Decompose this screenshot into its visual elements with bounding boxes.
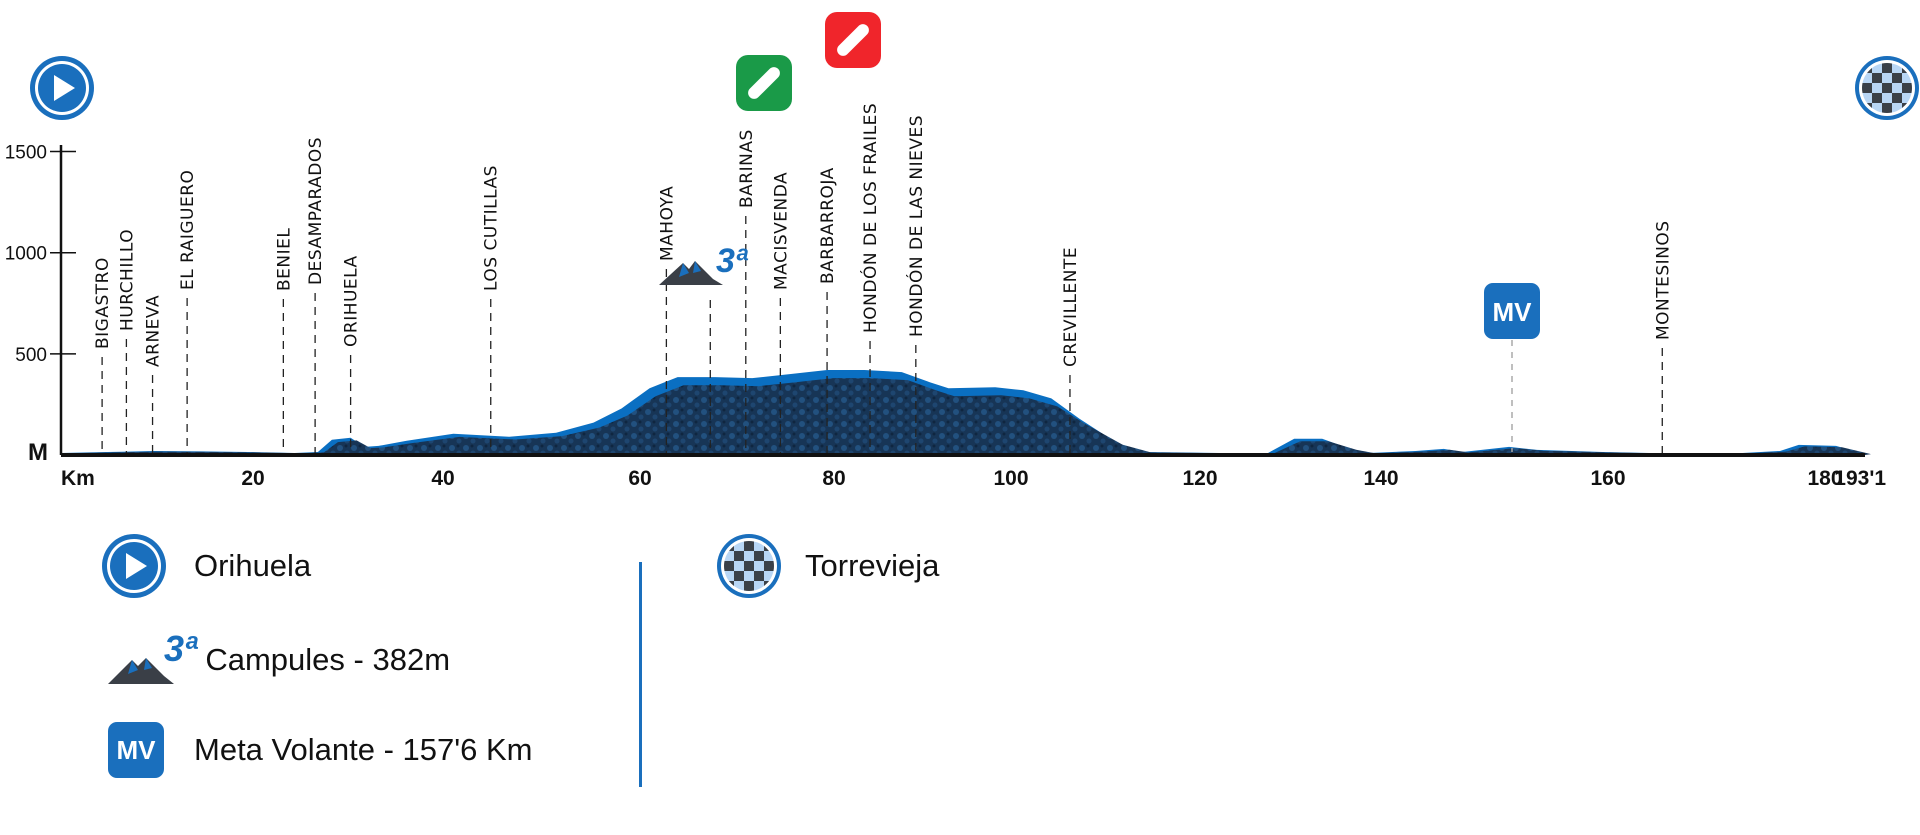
checker-square (744, 561, 754, 571)
checker-square (1902, 93, 1912, 103)
mv-badge-label: MV (1493, 297, 1533, 327)
y-tick-label: 500 (15, 345, 47, 366)
checker-square (1872, 93, 1882, 103)
mv-badge: MV (108, 722, 164, 778)
checker-square (1862, 73, 1872, 83)
x-tick-label: 100 (993, 467, 1028, 490)
checker-square (754, 581, 764, 591)
place-label: EL RAIGUERO (178, 170, 198, 290)
place-label: DESAMPARADOS (306, 137, 326, 285)
checker-square (1872, 103, 1882, 113)
place-label: ORIHUELA (342, 255, 362, 347)
y-tick-label: 1500 (5, 143, 47, 164)
x-tick-label: Km (61, 467, 95, 490)
legend-finish: Torrevieja (717, 534, 939, 598)
checker-square (744, 551, 754, 561)
x-tick-label: 180 (1807, 467, 1842, 490)
start-location: Orihuela (194, 548, 312, 583)
place-label: MAHOYA (657, 186, 677, 261)
checker-square (724, 571, 734, 581)
checker-square (754, 551, 764, 561)
kom-category: 3ª (164, 628, 198, 669)
checker-square (1902, 73, 1912, 83)
checker-square (734, 571, 744, 581)
checker-square (764, 551, 774, 561)
checker-square (1872, 63, 1882, 73)
checker-square (734, 541, 744, 551)
x-tick-label: 20 (241, 467, 264, 490)
x-tick-label: 140 (1363, 467, 1398, 490)
checker-square (734, 551, 744, 561)
checker-square (734, 561, 744, 571)
x-tick-label: 120 (1182, 467, 1217, 490)
start-icon (102, 534, 166, 598)
checker-square (744, 541, 754, 551)
finish-flag-icon (717, 534, 781, 598)
y-axis-label: M (28, 439, 48, 466)
place-label: BIGASTRO (93, 257, 113, 349)
elevation-profile-terrain (61, 378, 1871, 455)
mv-badge: MV (1484, 283, 1540, 339)
legend-kom: 3ª Campules - 382m (106, 628, 451, 688)
mv-badge-label: MV (116, 734, 156, 765)
place-label: MACISVENDA (771, 172, 791, 290)
place-label: BENIEL (274, 228, 294, 291)
checker-square (1892, 93, 1902, 103)
y-tick-label: 1000 (5, 244, 47, 265)
feed-zone-green-icon (736, 55, 792, 111)
checker-square (1862, 93, 1872, 103)
checker-square (1892, 63, 1902, 73)
checker-square (744, 571, 754, 581)
place-label: ARNEVA (144, 295, 164, 367)
checker-square (754, 541, 764, 551)
checker-square (764, 571, 774, 581)
place-label: HURCHILLO (117, 229, 137, 331)
checker-square (1892, 73, 1902, 83)
checker-square (1892, 103, 1902, 113)
checker-square (754, 561, 764, 571)
checker-square (734, 581, 744, 591)
checker-square (1862, 83, 1872, 93)
place-label: MONTESINOS (1653, 220, 1673, 340)
legend-mv: MV Meta Volante - 157'6 Km (108, 722, 533, 778)
x-tick-label: 80 (822, 467, 845, 490)
checker-square (1882, 83, 1892, 93)
kom-mountain-icon (659, 261, 723, 285)
checker-square (754, 571, 764, 581)
kom-category-label: 3ª (716, 242, 749, 280)
place-label: BARINAS (737, 129, 757, 208)
place-label: HONDÓN DE LAS NIEVES (905, 115, 927, 337)
x-tick-label: 193'1 (1834, 467, 1886, 490)
checker-square (744, 581, 754, 591)
checker-square (1882, 73, 1892, 83)
checker-square (1892, 83, 1902, 93)
kom-name: Campules - 382m (205, 642, 451, 677)
checker-square (764, 561, 774, 571)
feed-zone-red-icon (825, 12, 881, 68)
x-tick-label: 40 (431, 467, 454, 490)
start-icon (30, 56, 94, 120)
checker-square (724, 561, 734, 571)
place-label: LOS CUTILLAS (482, 165, 502, 291)
checker-square (1872, 73, 1882, 83)
kom-mountain-icon (108, 658, 174, 684)
checker-square (1882, 103, 1892, 113)
mv-text: Meta Volante - 157'6 Km (194, 732, 533, 767)
place-label: HONDÓN DE LOS FRAILES (859, 103, 881, 333)
place-label: CREVILLENTE (1061, 247, 1081, 367)
finish-location: Torrevieja (805, 548, 940, 583)
legend-start: Orihuela (102, 534, 311, 598)
x-tick-label: 160 (1590, 467, 1625, 490)
checker-square (1882, 63, 1892, 73)
x-tick-label: 60 (628, 467, 651, 490)
checker-square (724, 551, 734, 561)
place-label: BARBARROJA (818, 167, 838, 284)
legend-divider (639, 562, 642, 787)
checker-square (1882, 93, 1892, 103)
checker-square (1872, 83, 1882, 93)
checker-square (1902, 83, 1912, 93)
finish-flag-icon (1855, 56, 1919, 120)
